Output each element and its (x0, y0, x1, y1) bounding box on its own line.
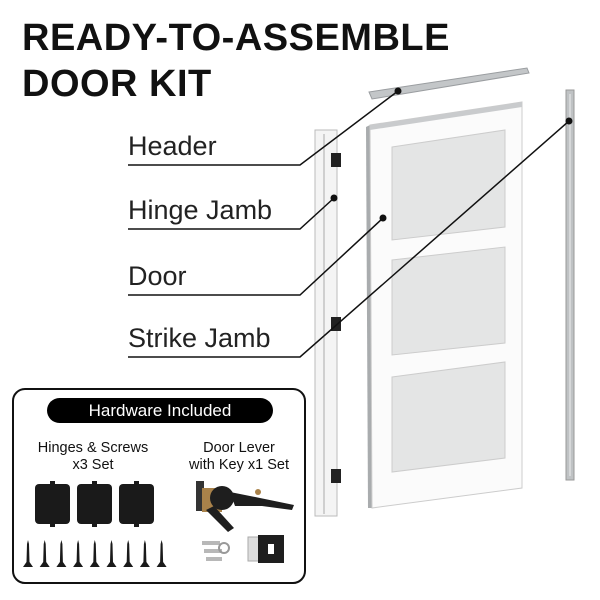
label-door: Door (128, 261, 187, 291)
screw-icon (106, 540, 117, 567)
screws-illustration (23, 540, 167, 567)
strike-plate-illustration (247, 535, 284, 563)
screw-icon (156, 540, 167, 567)
hardware-heading: Hardware Included (47, 398, 273, 423)
door (366, 101, 523, 509)
label-strike-jamb: Strike Jamb (128, 323, 271, 353)
lever-caption: Door Lever with Key x1 Set (180, 440, 298, 474)
label-hinge-jamb: Hinge Jamb (128, 195, 273, 225)
hinges-caption-line-1: Hinges & Screws (37, 440, 149, 456)
screw-icon (139, 540, 150, 567)
screw-icon (73, 540, 84, 567)
hardware-panel (12, 388, 306, 584)
hinges-illustration (35, 481, 154, 527)
title-line-2: DOOR KIT (22, 63, 212, 105)
label-header: Header (128, 131, 217, 161)
strike-jamb (565, 89, 575, 481)
hinge-icon (331, 469, 341, 483)
lever-caption-line-2: with Key x1 Set (189, 457, 289, 473)
screw-icon (89, 540, 100, 567)
door-lever-illustration (196, 481, 294, 532)
hinge-icon (331, 153, 341, 167)
screw-icon (23, 540, 33, 567)
keys-illustration (202, 541, 230, 561)
title-line-1: READY-TO-ASSEMBLE (22, 17, 450, 59)
header-piece (368, 67, 530, 100)
screw-icon (39, 540, 50, 567)
hinges-caption-line-2: x3 Set (72, 457, 114, 473)
hinge-jamb (314, 129, 341, 517)
screw-icon (123, 540, 134, 567)
screw-icon (56, 540, 67, 567)
lever-caption-line-1: Door Lever (203, 440, 275, 456)
hinges-caption: Hinges & Screws x3 Set (28, 440, 158, 474)
hinge-icon (331, 317, 341, 331)
